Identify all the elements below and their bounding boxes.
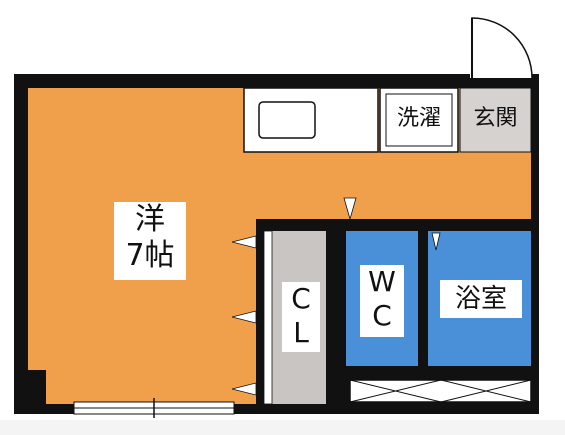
western-room-size: 7帖 [125,238,175,273]
western-room-name: 洋 [135,202,165,237]
entrance-door-swing [471,17,533,79]
closet-label: C L [282,282,320,352]
western-room-label: 洋 7帖 [114,202,186,280]
footer-band [0,420,565,435]
door-marker [431,232,441,251]
door-marker [231,382,257,396]
toilet-label-line1: W [368,265,396,298]
closet-label-line2: L [293,316,309,349]
interior-wall-left [256,219,264,414]
door-marker [343,197,357,221]
door-marker [231,310,257,324]
entrance-door-gap [470,70,532,78]
laundry-area [379,87,459,153]
bath-label: 浴室 [440,280,522,318]
laundry-label: 洗濯 [396,106,441,131]
toilet-label-line2: C [372,299,392,332]
storage-area [349,379,532,403]
entrance-area [459,87,532,153]
kitchen-sink [258,101,316,139]
toilet-wall [418,231,428,366]
interior-wall-top [256,219,539,231]
storage-wall [346,366,539,376]
closet-label-line1: C [291,282,311,315]
closet-wall [326,231,346,366]
toilet-label: W C [360,265,404,337]
entrance-label: 玄関 [473,106,518,131]
corner-wall [28,370,46,404]
door-marker [231,235,257,249]
